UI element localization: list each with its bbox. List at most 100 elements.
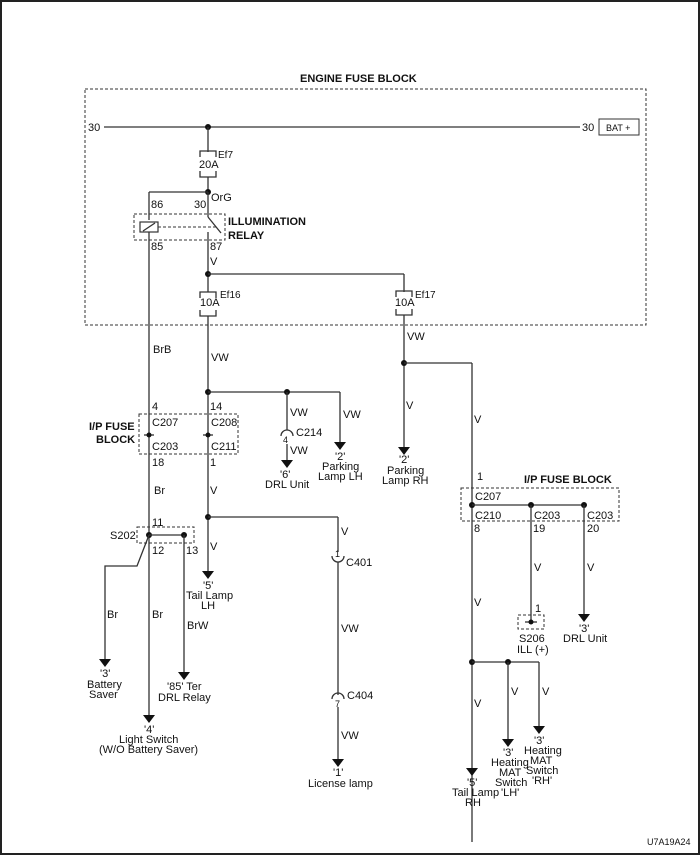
connector-c401-pin: 1 [335, 549, 340, 559]
heat-rh-line2: MAT [530, 755, 553, 767]
relay-pin-85: 85 [151, 241, 163, 253]
fuse-ef17-id: Ef17 [415, 290, 436, 301]
relay-name-line2: RELAY [228, 230, 265, 242]
tail-rh-line1: Tail Lamp [452, 787, 499, 799]
drl-unit-3-pin: '3' [579, 623, 589, 635]
wire-vw-parking-lh-label: VW [343, 409, 361, 421]
parking-rh-line2: Lamp RH [382, 475, 429, 487]
s202-pin-13: 13 [186, 545, 198, 557]
battery-saver-pin: '3' [100, 668, 110, 680]
arrow-icon [178, 672, 190, 680]
terminal-30-left: 30 [88, 122, 100, 134]
tail-lh-line2: LH [201, 600, 215, 612]
license-label: License lamp [308, 778, 373, 790]
arrow-icon [202, 571, 214, 579]
heat-lh-line1: Heating [491, 757, 529, 769]
ip-fuse-block-right-border [460, 487, 620, 522]
wire-v-87-label: V [210, 256, 218, 268]
wire-v-19-label: V [534, 562, 542, 574]
wire-v-8-label: V [474, 597, 482, 609]
wire-v-tail-rh-label: V [474, 698, 482, 710]
light-switch-pin: '4' [144, 724, 154, 736]
fuse-ef16-id: Ef16 [220, 290, 241, 301]
battery-terminal-box [598, 118, 640, 136]
diagram-code: U7A19A24 [647, 837, 691, 847]
arrow-icon [533, 726, 545, 734]
engine-fuse-block-title: ENGINE FUSE BLOCK [300, 73, 417, 85]
wire-br-light-label: Br [152, 609, 163, 621]
ip-right-pin-20: 20 [587, 523, 599, 535]
arrow-icon [334, 442, 346, 450]
fuse-ef16-bottom [199, 310, 217, 317]
heat-rh-line3: Switch [526, 765, 558, 777]
light-switch-line2: (W/O Battery Saver) [99, 744, 198, 756]
connector-c207: C207 [152, 417, 178, 429]
right-circuit: VW V '2' Parking Lamp RH V 1 I/P FUSE BL… [382, 315, 620, 842]
wire-br-battery-label: Br [107, 609, 118, 621]
parking-lh-line1: Parking [322, 461, 359, 473]
pin-18: 18 [152, 457, 164, 469]
wire-vw-c401-c404-label: VW [341, 623, 359, 635]
terminal-30-right: 30 [582, 122, 594, 134]
parking-rh-pin: '2' [399, 454, 409, 466]
connector-c214-symbol [280, 429, 294, 437]
wire-v-20-label: V [587, 562, 595, 574]
wire-vw-ef16-label: VW [211, 352, 229, 364]
fuse-ef16: 10A Ef16 [199, 290, 241, 317]
arrow-icon [332, 759, 344, 767]
connector-c404-pin: 7 [335, 699, 340, 709]
parking-rh-line1: Parking [387, 465, 424, 477]
relay-border [133, 213, 226, 241]
relay-pin-86: 86 [151, 199, 163, 211]
engine-fuse-block: ENGINE FUSE BLOCK [84, 73, 647, 326]
s206-label: ILL (+) [517, 644, 549, 656]
ip-right-pin-8: 8 [474, 523, 480, 535]
tail-lh-line1: Tail Lamp [186, 590, 233, 602]
relay-pin-30: 30 [194, 199, 206, 211]
ip-fuse-block-left-border [138, 413, 239, 455]
illumination-relay: OrG 86 30 85 87 ILLUMINATION RELAY V [133, 189, 306, 722]
wire-vw-license-label: VW [341, 730, 359, 742]
wire-org-label: OrG [211, 192, 232, 204]
fuse-ef7-bottom [199, 171, 217, 178]
ip-fuse-block-left: I/P FUSE BLOCK 4 14 C207 C208 C203 C211 … [89, 401, 239, 469]
fuse-ef17: 10A Ef17 [395, 290, 436, 316]
lower-left-circuit: Br V V '5' Tail Lamp LH V 1 C401 VW 7 C4… [87, 485, 373, 790]
s202-pin-12: 12 [152, 545, 164, 557]
ip-right-c207: C207 [475, 491, 501, 503]
ip-right-c203b: C203 [587, 510, 613, 522]
battery-bus: 30 30 BAT + [88, 118, 640, 136]
tail-rh-line2: RH [465, 797, 481, 809]
s206-id: S206 [519, 633, 545, 645]
arrow-icon [466, 768, 478, 776]
wire-vw-c214-top-label: VW [290, 407, 308, 419]
fuse-ef7-rating: 20A [199, 159, 219, 171]
connector-c214-id: C214 [296, 427, 322, 439]
terminal-dot [205, 432, 211, 438]
drl-relay-pin: '85' Ter [167, 681, 202, 693]
pin-1: 1 [210, 457, 216, 469]
connector-c203: C203 [152, 441, 178, 453]
wire-v-tail-lh-label: V [210, 541, 218, 553]
wire-v-right-main-label: V [474, 414, 482, 426]
arrow-icon [578, 614, 590, 622]
ip-fuse-block-left-title-2: BLOCK [96, 434, 135, 446]
wire-brw-drl-label: BrW [187, 620, 209, 632]
fuse-ef17-bottom [395, 309, 413, 316]
wire-br-18-label: Br [154, 485, 165, 497]
fuse-ef16-top [199, 291, 217, 298]
wire-v-c401-label: V [341, 526, 349, 538]
arrow-icon [398, 447, 410, 455]
s202-border [136, 526, 195, 544]
heat-rh-pin: '3' [534, 735, 544, 747]
heat-lh-pin: '3' [503, 747, 513, 759]
heat-rh-line4: 'RH' [532, 775, 552, 787]
ip-right-pin-1: 1 [477, 471, 483, 483]
parking-lh-pin: '2' [335, 451, 345, 463]
fuse-ef7-id: Ef7 [218, 150, 233, 161]
wire-v-1-label: V [210, 485, 218, 497]
tail-rh-pin: '5' [467, 777, 477, 789]
terminal-dot [146, 432, 152, 438]
